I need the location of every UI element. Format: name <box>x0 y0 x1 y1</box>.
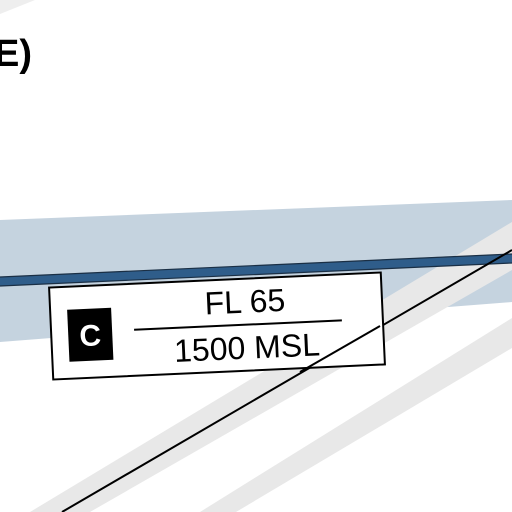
airspace-class-badge <box>67 307 114 362</box>
airspace-floor: 1500 MSL <box>173 326 320 369</box>
airspace-label-box[interactable]: C FL 65 1500 MSL <box>48 271 386 381</box>
airspace-boundary-edge-bottom <box>0 262 512 287</box>
route-line-overlay <box>299 325 381 373</box>
route-line <box>61 249 512 512</box>
corner-track <box>0 0 35 14</box>
airspace-boundary-line <box>0 254 512 286</box>
altitude-divider <box>134 319 342 331</box>
route-corridor-upper <box>200 318 512 512</box>
airspace-band <box>0 200 512 283</box>
airspace-ceiling: FL 65 <box>204 282 286 322</box>
airspace-boundary-edge-top <box>0 253 512 278</box>
heading-fragment: E) <box>0 33 32 75</box>
airspace-class-letter: C <box>79 319 102 353</box>
